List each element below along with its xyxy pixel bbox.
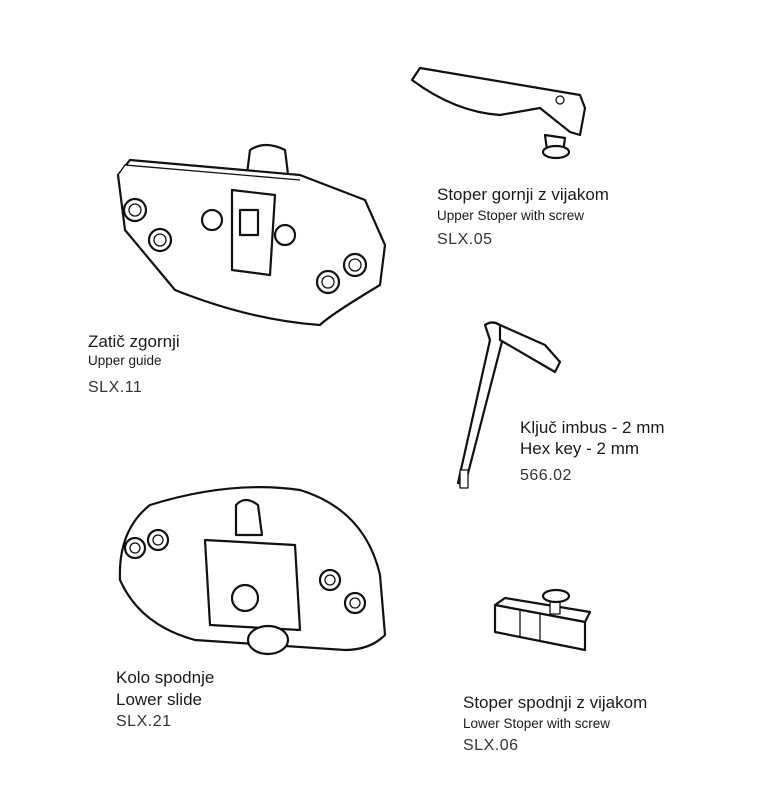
upper-guide-name-sl: Zatič zgornji: [88, 332, 180, 351]
hex-key-name-sl: Ključ imbus - 2 mm: [520, 418, 665, 437]
upper-guide-name-en: Upper guide: [88, 353, 162, 368]
upper-stoper-drawing: [410, 66, 587, 160]
lower-stoper-drawing: [493, 588, 592, 652]
lower-slide-drawing: [118, 486, 387, 656]
upper-stoper-name-en: Upper Stoper with screw: [437, 208, 585, 223]
hex-key-name-en: Hex key - 2 mm: [520, 439, 640, 458]
lower-slide-name-en: Lower slide: [116, 690, 202, 709]
upper-stoper-code: SLX.05: [437, 231, 493, 248]
hex-key-drawing: [456, 321, 562, 489]
lower-slide-name-sl: Kolo spodnje: [116, 668, 215, 687]
lower-stoper-name-en: Lower Stoper with screw: [463, 716, 611, 731]
lower-stoper-code: SLX.06: [463, 737, 519, 754]
lower-stoper-name-sl: Stoper spodnji z vijakom: [463, 693, 648, 712]
upper-guide-code: SLX.11: [88, 379, 143, 396]
upper-guide-drawing: [116, 143, 387, 327]
lower-slide-code: SLX.21: [116, 713, 172, 730]
hex-key-code: 566.02: [520, 467, 572, 484]
upper-stoper-name-sl: Stoper gornji z vijakom: [437, 185, 609, 204]
